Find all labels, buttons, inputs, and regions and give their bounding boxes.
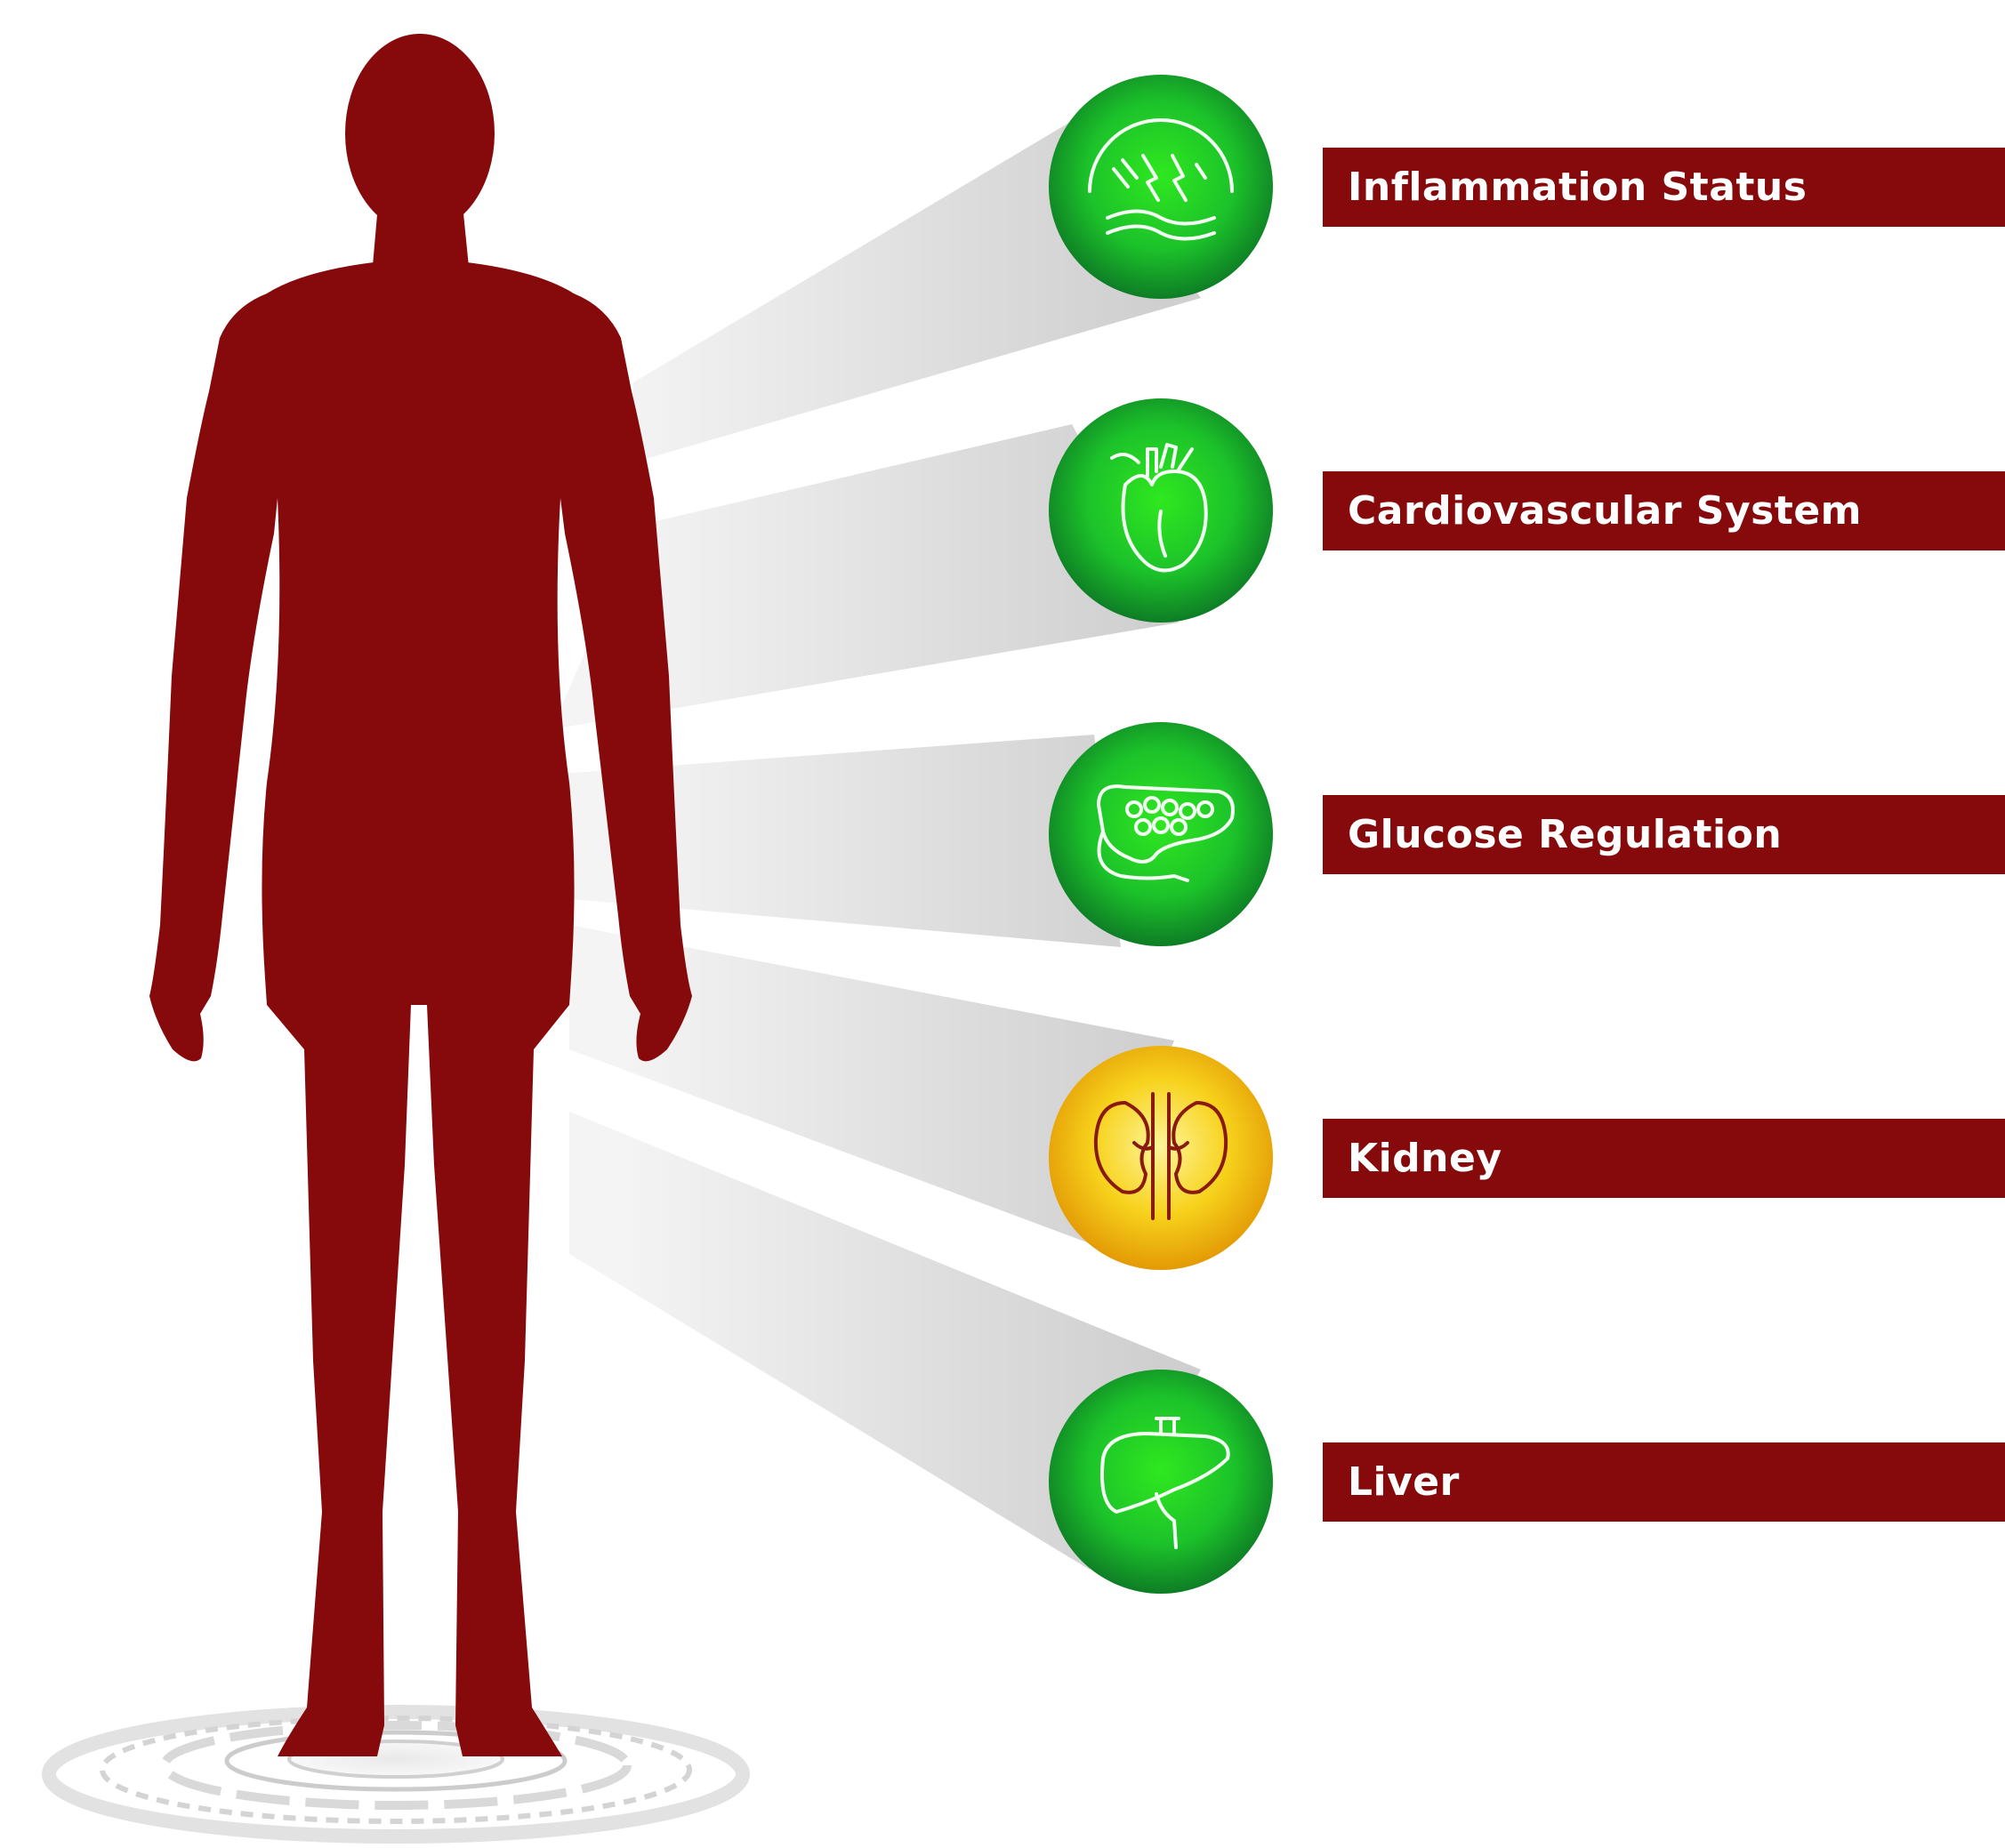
label-text-cardiovascular: Cardiovascular System <box>1348 488 1863 534</box>
beam-glucose <box>560 735 1121 947</box>
heart-icon <box>1110 443 1208 573</box>
pancreas-icon <box>1097 784 1235 882</box>
label-kidney: Kidney <box>1323 1119 2005 1198</box>
platform-ring-3 <box>160 1721 632 1810</box>
platform <box>42 1705 750 1844</box>
liver-icon <box>1100 1417 1230 1549</box>
circle-cardiovascular <box>1049 398 1273 623</box>
beam-cardiovascular <box>552 424 1179 729</box>
label-cardiovascular: Cardiovascular System <box>1323 471 2005 550</box>
circle-liver <box>1049 1370 1273 1594</box>
circle-glucose <box>1049 722 1273 946</box>
platform-ring-2 <box>100 1715 692 1824</box>
silhouette-torso <box>149 262 692 1756</box>
beam-liver <box>569 1112 1201 1570</box>
human-silhouette <box>149 34 692 1756</box>
inflammation-icon <box>1088 118 1234 241</box>
silhouette-head <box>345 34 495 233</box>
label-text-glucose: Glucose Regulation <box>1348 812 1783 857</box>
light-beams <box>552 121 1201 1570</box>
label-text-inflammation: Inflammation Status <box>1348 165 1808 210</box>
label-text-kidney: Kidney <box>1348 1136 1502 1181</box>
platform-ring-4 <box>224 1730 568 1792</box>
label-inflammation: Inflammation Status <box>1323 148 2005 227</box>
platform-outer-ring <box>42 1705 750 1844</box>
circle-inflammation <box>1049 75 1273 299</box>
silhouette-neck <box>372 205 470 276</box>
label-text-liver: Liver <box>1348 1459 1460 1505</box>
kidney-icon <box>1093 1092 1228 1220</box>
beam-kidney <box>569 925 1174 1245</box>
circle-kidney <box>1049 1046 1273 1270</box>
label-liver: Liver <box>1323 1442 2005 1522</box>
label-glucose: Glucose Regulation <box>1323 795 2005 874</box>
